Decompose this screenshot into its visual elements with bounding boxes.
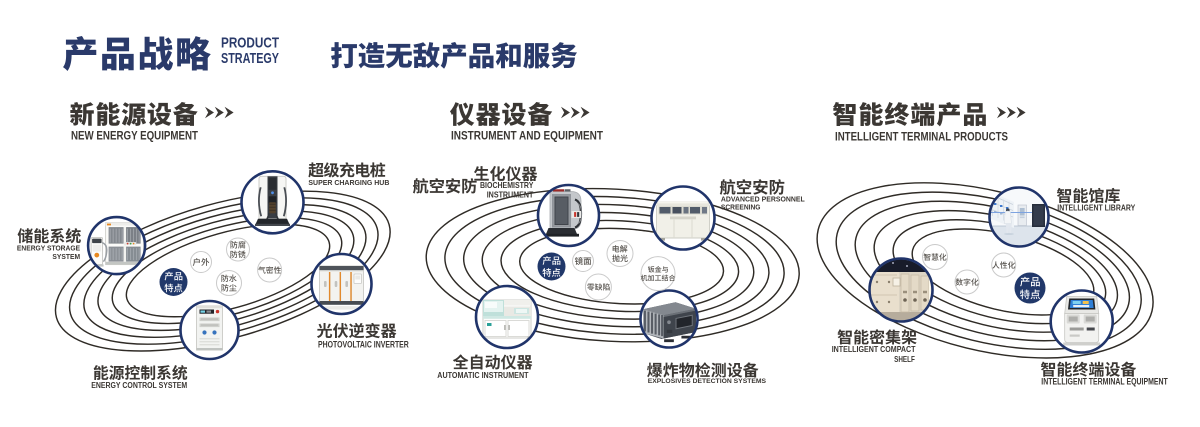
- svg-text:EXPLOSIVES DETECTION SYSTEMS: EXPLOSIVES DETECTION SYSTEMS: [648, 378, 767, 385]
- svg-text:INTELLIGENT LIBRARY: INTELLIGENT LIBRARY: [1057, 204, 1135, 213]
- svg-text:SYSTEM: SYSTEM: [52, 252, 80, 261]
- svg-text:INTELLIGENT TERMINAL PRODUCTS: INTELLIGENT TERMINAL PRODUCTS: [835, 132, 1008, 144]
- svg-text:PRODUCT: PRODUCT: [221, 35, 279, 51]
- svg-text:ADVANCED PERSONNEL: ADVANCED PERSONNEL: [721, 195, 805, 204]
- svg-text:INTELLIGENT TERMINAL EQUIPMENT: INTELLIGENT TERMINAL EQUIPMENT: [1041, 376, 1168, 386]
- svg-text:NEW ENERGY EQUIPMENT: NEW ENERGY EQUIPMENT: [71, 131, 198, 143]
- svg-text:SUPER CHARGING HUB: SUPER CHARGING HUB: [308, 178, 389, 187]
- svg-text:SCREENING: SCREENING: [721, 202, 761, 211]
- svg-text:ENERGY STORAGE: ENERGY STORAGE: [17, 243, 80, 252]
- svg-text:INTELLIGENT COMPACT: INTELLIGENT COMPACT: [832, 345, 916, 354]
- svg-text:INSTRUMENT: INSTRUMENT: [487, 189, 534, 199]
- svg-text:SHELF: SHELF: [894, 355, 915, 364]
- svg-text:PHOTOVOLTAIC INVERTER: PHOTOVOLTAIC INVERTER: [318, 339, 409, 349]
- svg-text:AUTOMATIC INSTRUMENT: AUTOMATIC INSTRUMENT: [437, 370, 529, 380]
- svg-text:STRATEGY: STRATEGY: [221, 50, 279, 66]
- svg-text:INSTRUMENT AND EQUIPMENT: INSTRUMENT AND EQUIPMENT: [451, 131, 603, 143]
- svg-text:ENERGY CONTROL SYSTEM: ENERGY CONTROL SYSTEM: [91, 381, 187, 390]
- svg-text:BIOCHEMISTRY: BIOCHEMISTRY: [480, 180, 534, 190]
